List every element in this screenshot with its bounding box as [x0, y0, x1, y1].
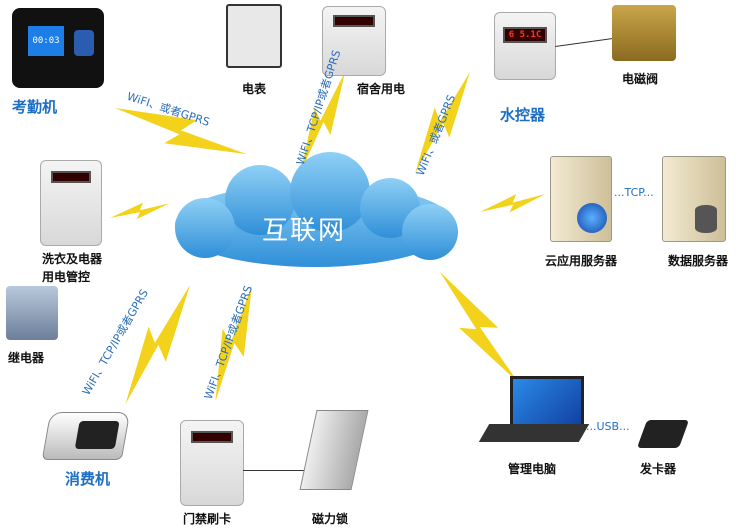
- lightning-bolt-icon: [115, 108, 247, 155]
- connector-line: [243, 470, 308, 471]
- dorm-power-device: [322, 6, 386, 76]
- laptop: [510, 376, 584, 428]
- tcp-link-label: ...TCP...: [614, 186, 654, 199]
- attendance-screen: 00:03: [28, 26, 64, 56]
- internet-cloud: [175, 152, 458, 267]
- label-cloud-server: 云应用服务器: [545, 254, 618, 268]
- access-control-device: [180, 420, 244, 506]
- lightning-bolt-icon: [300, 72, 345, 172]
- label-db-server: 数据服务器: [668, 254, 729, 268]
- label-dorm: 宿舍用电: [357, 82, 406, 96]
- usb-link-label: ...USB...: [586, 420, 630, 433]
- label-valve: 电磁阀: [622, 72, 659, 86]
- label-access: 门禁刷卡: [183, 512, 232, 526]
- laptop-keyboard: [478, 424, 590, 442]
- relay: [6, 286, 58, 340]
- label-lock: 磁力锁: [312, 512, 349, 526]
- label-relay: 继电器: [8, 351, 45, 365]
- lightning-bolt-icon: [110, 202, 170, 220]
- solenoid-valve: [612, 5, 676, 61]
- lightning-bolt-icon: [125, 285, 190, 405]
- cloud-label: 互联网: [262, 216, 347, 246]
- database-server: [662, 156, 726, 242]
- label-pc: 管理电脑: [508, 462, 557, 476]
- attendance-machine: 00:03: [12, 8, 104, 88]
- label-water: 水控器: [500, 106, 546, 124]
- lightning-bolt-icon: [415, 72, 470, 174]
- lightning-bolt-icon: [215, 285, 252, 402]
- lightning-bolt-icon: [440, 272, 519, 383]
- water-screen: 6 5.1C: [503, 27, 547, 43]
- label-card-issuer: 发卡器: [640, 462, 677, 476]
- label-pos: 消费机: [65, 470, 111, 488]
- cloud-app-server: [550, 156, 612, 242]
- electric-meter: [226, 4, 282, 68]
- lightning-bolt-icon: [480, 194, 546, 213]
- fingerprint-sensor-icon: [74, 30, 94, 56]
- water-controller: 6 5.1C: [494, 12, 556, 80]
- label-laundry-1: 洗衣及电器: [42, 252, 103, 266]
- laundry-controller: [40, 160, 102, 246]
- database-icon: [695, 205, 717, 233]
- pos-machine: [41, 412, 131, 460]
- label-attendance: 考勤机: [12, 98, 58, 116]
- label-meter: 电表: [242, 82, 267, 96]
- globe-icon: [577, 203, 607, 233]
- label-laundry-2: 用电管控: [42, 270, 91, 284]
